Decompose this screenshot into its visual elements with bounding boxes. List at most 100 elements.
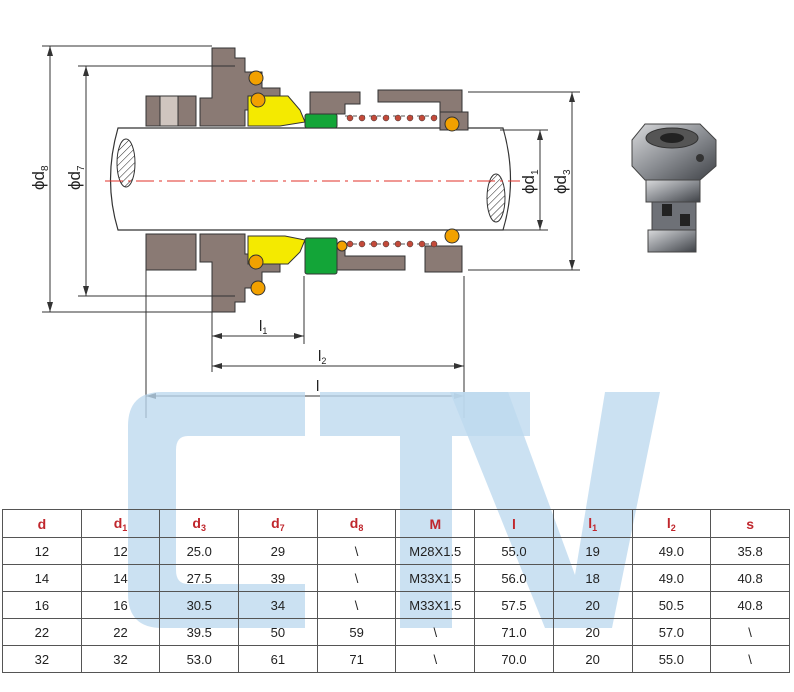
table-cell: 20 <box>552 591 633 619</box>
seal-upper-half <box>145 47 469 132</box>
spring-coils-upper <box>346 114 438 122</box>
column-header: M <box>395 509 476 538</box>
table-cell: 71.0 <box>474 618 554 646</box>
table-cell: 34 <box>238 591 318 619</box>
retaining-collar-lower <box>145 233 197 271</box>
table-cell: 14 <box>2 564 82 592</box>
table-cell: \ <box>710 645 790 673</box>
table-cell: 71 <box>316 645 397 673</box>
column-header: l2 <box>631 509 712 538</box>
seal-lower-half <box>145 228 463 313</box>
seal-face-lower <box>247 235 306 265</box>
table-cell: 27.5 <box>159 564 240 592</box>
label-d1: ϕd1 <box>519 169 541 194</box>
table-cell: \ <box>316 537 397 565</box>
table-cell: 14 <box>80 564 161 592</box>
table-cell: 56.0 <box>474 564 554 592</box>
column-header: s <box>710 509 790 538</box>
table-cell: 22 <box>2 618 82 646</box>
table-cell: \ <box>316 591 397 619</box>
column-header-label: M <box>429 515 442 532</box>
table-cell: 70.0 <box>474 645 554 673</box>
table-cell: 29 <box>238 537 318 565</box>
label-d8: ϕd8 <box>29 165 51 190</box>
o-rings-upper <box>248 70 460 132</box>
table-cell: M33X1.5 <box>395 564 476 592</box>
column-header-label: d <box>37 515 47 532</box>
column-header: d <box>2 509 82 538</box>
table-cell: \ <box>710 618 790 646</box>
label-d3: ϕd3 <box>551 169 573 194</box>
table-cell: 19 <box>552 537 633 565</box>
table-cell: 55.0 <box>474 537 554 565</box>
set-screw-upper <box>159 95 179 127</box>
table-cell: 55.0 <box>631 645 712 673</box>
o-rings-lower <box>248 228 460 296</box>
table-cell: 40.8 <box>710 591 790 619</box>
table-cell: 35.8 <box>710 537 790 565</box>
label-l1: l1 <box>259 318 267 336</box>
spring-coils-lower <box>346 240 438 248</box>
table-cell: 12 <box>2 537 82 565</box>
table-cell: 32 <box>2 645 82 673</box>
shaft <box>109 127 512 231</box>
table-cell: 40.8 <box>710 564 790 592</box>
table-cell: \ <box>395 645 476 673</box>
seal-cross-section-drawing: ϕd8 ϕd7 ϕd1 ϕd3 l1 l2 l <box>29 45 717 418</box>
column-header: d8 <box>316 509 397 538</box>
column-header-label: l <box>512 515 516 532</box>
seat-upper <box>304 113 338 129</box>
column-header: d7 <box>238 509 318 538</box>
table-cell: 57.5 <box>474 591 554 619</box>
column-header-subscript: 2 <box>670 522 676 533</box>
shaft-break-right <box>486 173 506 223</box>
column-header: d3 <box>159 509 240 538</box>
table-cell: 16 <box>2 591 82 619</box>
table-cell: 22 <box>80 618 161 646</box>
table-cell: \ <box>316 564 397 592</box>
column-header: l <box>474 509 554 538</box>
product-photo <box>631 123 717 253</box>
column-header-subscript: 7 <box>279 522 285 533</box>
table-cell: 32 <box>80 645 161 673</box>
shaft-break-left <box>116 138 136 188</box>
table-cell: 50 <box>238 618 318 646</box>
column-header-label: l <box>588 514 593 531</box>
table-cell: 49.0 <box>631 564 712 592</box>
table-cell: M33X1.5 <box>395 591 476 619</box>
table-cell: 16 <box>80 591 161 619</box>
table-cell: 59 <box>316 618 397 646</box>
column-header-subscript: 1 <box>592 522 598 533</box>
column-header: l1 <box>552 509 633 538</box>
column-header-subscript: 1 <box>122 522 128 533</box>
label-l: l <box>316 378 319 395</box>
column-header-label: d <box>113 514 123 531</box>
table-cell: 49.0 <box>631 537 712 565</box>
table-cell: 20 <box>552 645 633 673</box>
column-header-label: l <box>666 514 671 531</box>
table-cell: 30.5 <box>159 591 240 619</box>
table-cell: 18 <box>552 564 633 592</box>
table-cell: 20 <box>552 618 633 646</box>
seat-lower <box>304 237 338 275</box>
table-cell: 39 <box>238 564 318 592</box>
column-header-label: d <box>271 514 280 531</box>
spring-holder-upper <box>309 91 361 115</box>
column-header-label: s <box>746 515 754 532</box>
table-cell: M28X1.5 <box>395 537 476 565</box>
column-header-subscript: 3 <box>200 522 206 533</box>
column-header: d1 <box>80 509 161 538</box>
table-cell: \ <box>395 618 476 646</box>
table-cell: 25.0 <box>159 537 240 565</box>
table-cell: 57.0 <box>631 618 712 646</box>
column-header-label: d <box>349 514 359 531</box>
label-l2: l2 <box>318 348 326 366</box>
column-header-subscript: 8 <box>358 522 364 533</box>
